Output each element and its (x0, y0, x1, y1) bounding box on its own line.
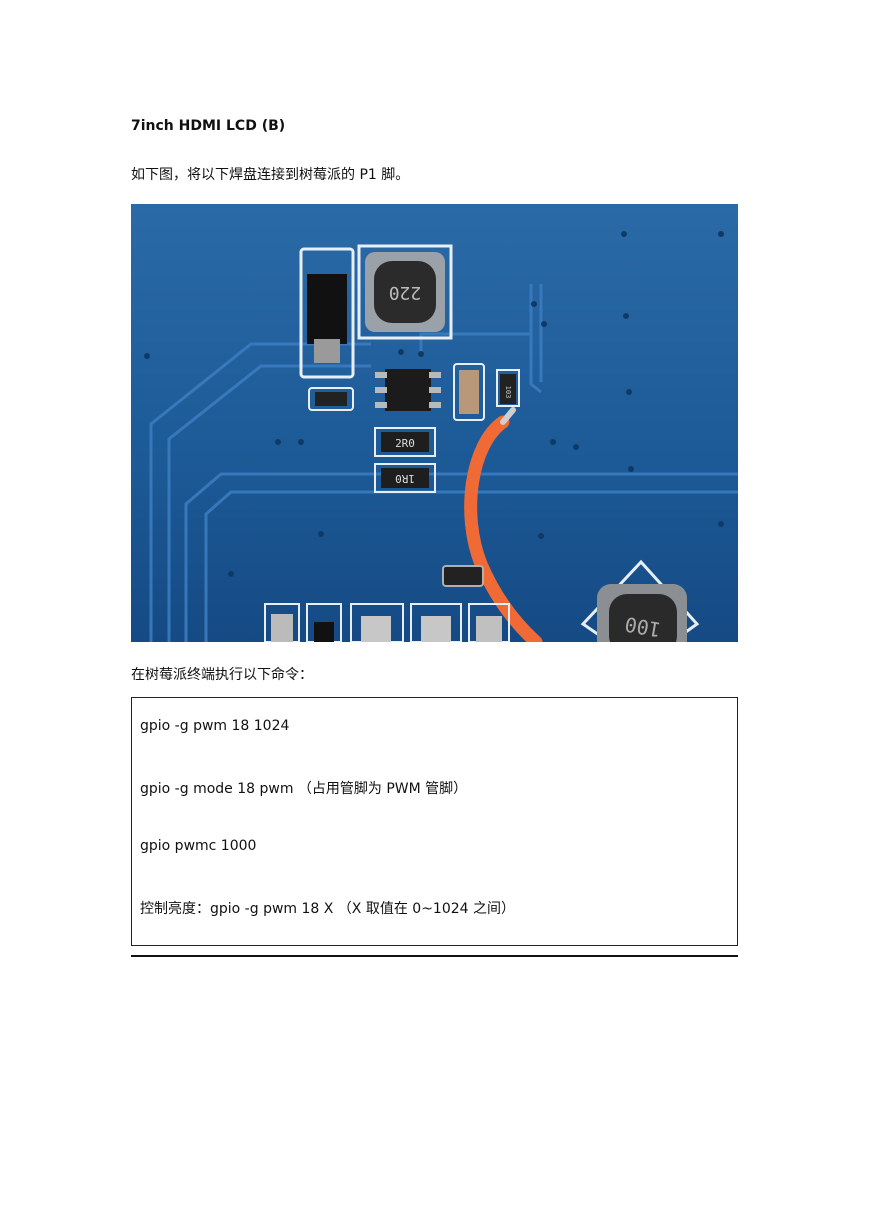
bottom-row-components (264, 603, 510, 642)
diode-body (307, 274, 347, 344)
pcb-vias (144, 231, 724, 577)
inductor-top-core (374, 261, 436, 323)
silk-outline-resistor-1r0 (374, 463, 436, 493)
command-line-1: gpio -g pwm 18 1024 (140, 718, 290, 734)
wire-solder-tip (500, 407, 516, 425)
silk-outline-inductor (357, 244, 453, 340)
pcb-photo: 220 103 2R0 1R0 (131, 204, 738, 642)
inductor-bottom-core (609, 594, 677, 642)
command-line-2: gpio -g mode 18 pwm （占用管脚为 PWM 管脚） (140, 781, 468, 797)
horizontal-rule (131, 955, 738, 957)
silk-outline-small-resistor (496, 369, 520, 407)
ic-pins (375, 372, 441, 408)
command-box: gpio -g pwm 18 1024 gpio -g mode 18 pwm … (131, 697, 738, 946)
ic-chip (385, 369, 431, 411)
resistor-2r0-label: 2R0 (395, 437, 415, 450)
left-resistor-body (315, 392, 347, 406)
command-line-3: gpio pwmc 1000 (140, 838, 257, 854)
command-intro: 在树莓派终端执行以下命令： (131, 667, 313, 683)
small-resistor-body (500, 374, 516, 404)
silk-outline-left-resistor (308, 387, 354, 411)
document-title: 7inch HDMI LCD (B) (131, 118, 286, 134)
resistor-1r0-body (381, 468, 429, 488)
resistor-1r0-label: 1R0 (395, 472, 415, 485)
silk-outline-resistor-2r0 (374, 427, 436, 457)
small-resistor-label: 103 (504, 386, 512, 399)
orange-wire (464, 415, 543, 642)
silk-outline-diode (299, 247, 355, 379)
capacitor-body (459, 370, 479, 414)
diode-lead (314, 339, 340, 363)
command-line-4: 控制亮度：gpio -g pwm 18 X （X 取值在 0~1024 之间） (140, 901, 516, 917)
silk-outline-capacitor (453, 363, 485, 421)
inductor-top-label: 220 (389, 282, 422, 303)
pcb-illustration: 220 103 2R0 1R0 (131, 204, 738, 642)
resistor-2r0-body (381, 432, 429, 452)
intro-paragraph: 如下图，将以下焊盘连接到树莓派的 P1 脚。 (131, 167, 410, 183)
small-component-bottom (442, 565, 484, 587)
